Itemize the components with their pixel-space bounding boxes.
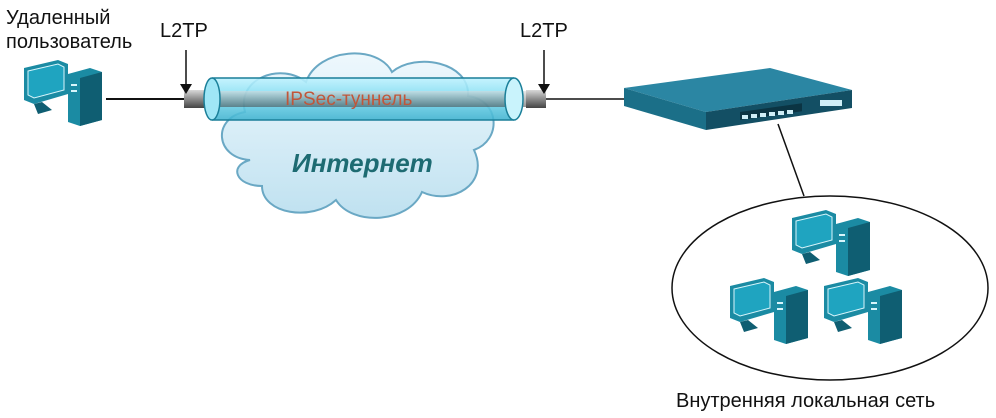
l2tp-left-label: L2TP [160, 20, 208, 42]
remote-user-label-line1: Удаленный [6, 7, 111, 29]
lan-computer-icon [729, 277, 809, 345]
ipsec-tunnel-tube [184, 77, 546, 121]
l2tp-right-arrow-icon [538, 50, 550, 94]
lan-link-line [777, 123, 805, 197]
ipsec-tunnel-label: IPSec-туннель [285, 89, 413, 110]
lan-computer-icon [823, 277, 903, 345]
lan-boundary-ellipse [671, 195, 989, 381]
remote-user-label-line2: пользователь [6, 31, 133, 53]
remote-computer-icon [23, 59, 103, 127]
remote-user-label: Удаленный пользователь [6, 6, 132, 54]
l2tp-left-arrow-icon [180, 50, 192, 94]
lan-label: Внутренняя локальная сеть [676, 390, 936, 412]
vpn-router-icon [624, 68, 852, 130]
internet-label: Интернет [292, 148, 433, 178]
lan-computer-icon [791, 209, 871, 277]
l2tp-right-label: L2TP [520, 20, 568, 42]
